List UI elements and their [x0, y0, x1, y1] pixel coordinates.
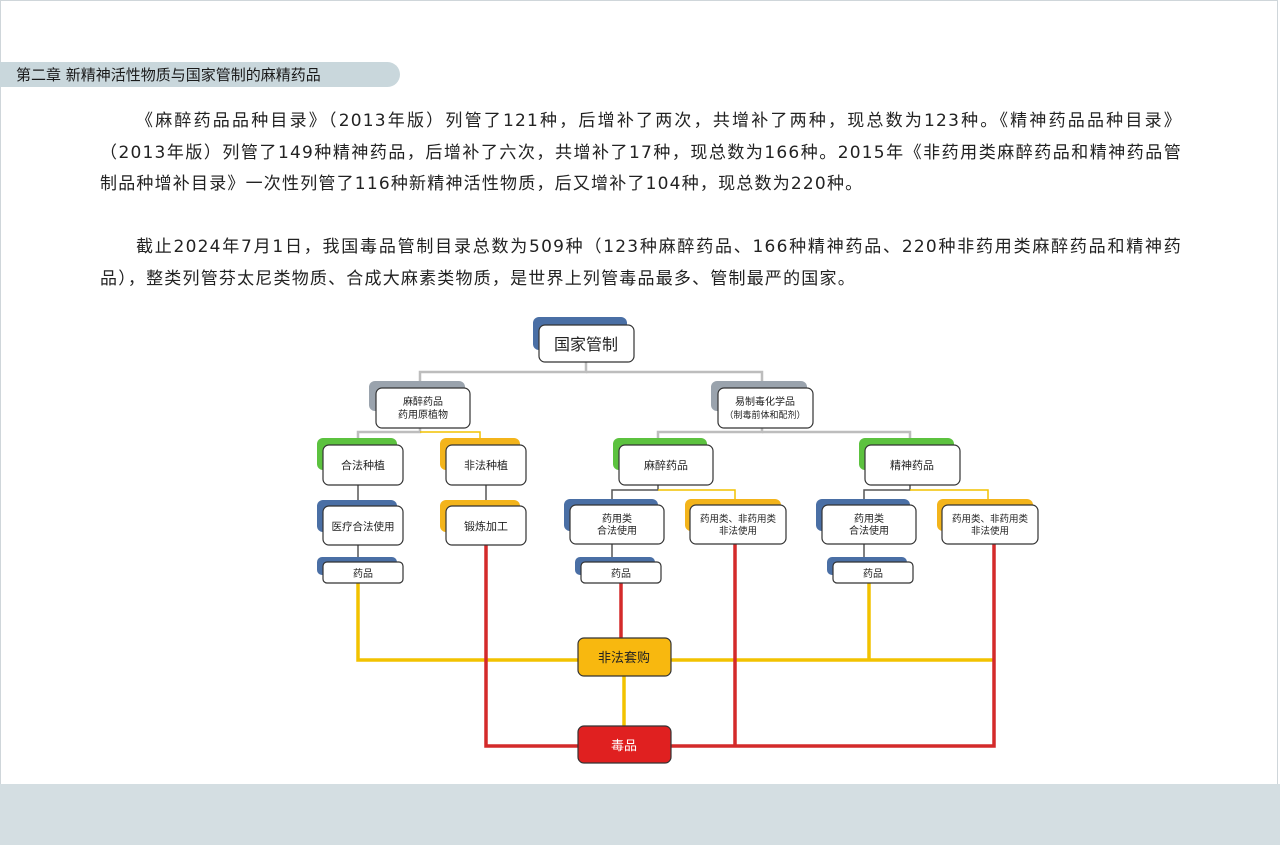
- root-node: 国家管制: [533, 317, 635, 363]
- narcotic-illegal-use-node: 药用类、非药用类 非法使用: [685, 499, 787, 545]
- red-flow-lines: [484, 544, 996, 748]
- psychotropic-illegal-use-line2: 非法使用: [971, 525, 1009, 537]
- drugs-node: 毒品: [577, 725, 672, 764]
- psychotropic-drug-product-node: 药品: [827, 557, 914, 584]
- precursor-branch-node: 易制毒化学品 （制毒前体和配剂）: [711, 381, 814, 429]
- body-paragraph-2: 截止2024年7月1日，我国毒品管制目录总数为509种（123种麻醉药品、166…: [100, 237, 1182, 289]
- plant-drug-product-label: 药品: [353, 568, 373, 580]
- illegal-planting-node: 非法种植: [440, 438, 527, 486]
- illegal-purchase-label: 非法套购: [598, 650, 650, 666]
- psychotropic-medicinal-line1: 药用类: [854, 512, 884, 525]
- illegal-purchase-node: 非法套购: [577, 637, 672, 677]
- narcotic-drugs-node: 麻醉药品: [613, 438, 714, 486]
- psychotropic-illegal-use-node: 药用类、非药用类 非法使用: [937, 499, 1039, 545]
- refining-label: 锻炼加工: [464, 519, 508, 533]
- drugs-label: 毒品: [611, 739, 637, 754]
- narcotic-illegal-use-line2: 非法使用: [719, 525, 757, 537]
- footer-band: [0, 784, 1280, 845]
- narcotic-medicinal-line1: 药用类: [602, 512, 632, 525]
- psychotropic-drugs-label: 精神药品: [890, 458, 934, 472]
- precursor-branch-line1: 易制毒化学品: [735, 395, 795, 408]
- psychotropic-medicinal-line2: 合法使用: [849, 524, 889, 537]
- refining-node: 锻炼加工: [440, 500, 527, 546]
- chapter-header-bar: [0, 62, 400, 87]
- plant-branch-node: 麻醉药品 药用原植物: [369, 381, 471, 429]
- medical-legal-use-label: 医疗合法使用: [332, 520, 395, 533]
- psychotropic-drugs-node: 精神药品: [859, 438, 961, 486]
- chapter-title: 第二章 新精神活性物质与国家管制的麻精药品: [16, 66, 321, 84]
- narcotic-illegal-use-line1: 药用类、非药用类: [700, 513, 777, 525]
- legal-planting-node: 合法种植: [317, 438, 404, 486]
- illegal-planting-label: 非法种植: [464, 458, 508, 472]
- body-paragraph-1: 《麻醉药品品种目录》（2013年版）列管了121种，后增补了两次，共增补了两种，…: [100, 111, 1182, 194]
- narcotic-medicinal-line2: 合法使用: [597, 524, 637, 537]
- medical-legal-use-node: 医疗合法使用: [317, 500, 404, 546]
- narcotic-drugs-label: 麻醉药品: [644, 458, 688, 472]
- psychotropic-illegal-use-line1: 药用类、非药用类: [952, 513, 1029, 525]
- narcotic-medicinal-legal-use-node: 药用类 合法使用: [564, 499, 665, 545]
- plant-branch-line2: 药用原植物: [398, 408, 448, 421]
- psychotropic-drug-product-label: 药品: [863, 568, 883, 580]
- root-label: 国家管制: [554, 335, 618, 354]
- psychotropic-medicinal-legal-use-node: 药用类 合法使用: [816, 499, 917, 545]
- narcotic-drug-product-node: 药品: [575, 557, 662, 584]
- plant-branch-line1: 麻醉药品: [403, 395, 443, 408]
- plant-drug-product-node: 药品: [317, 557, 404, 584]
- precursor-branch-line2: （制毒前体和配剂）: [724, 409, 805, 421]
- legal-planting-label: 合法种植: [341, 458, 385, 472]
- narcotic-drug-product-label: 药品: [611, 568, 631, 580]
- yellow-flow-lines: [356, 583, 994, 726]
